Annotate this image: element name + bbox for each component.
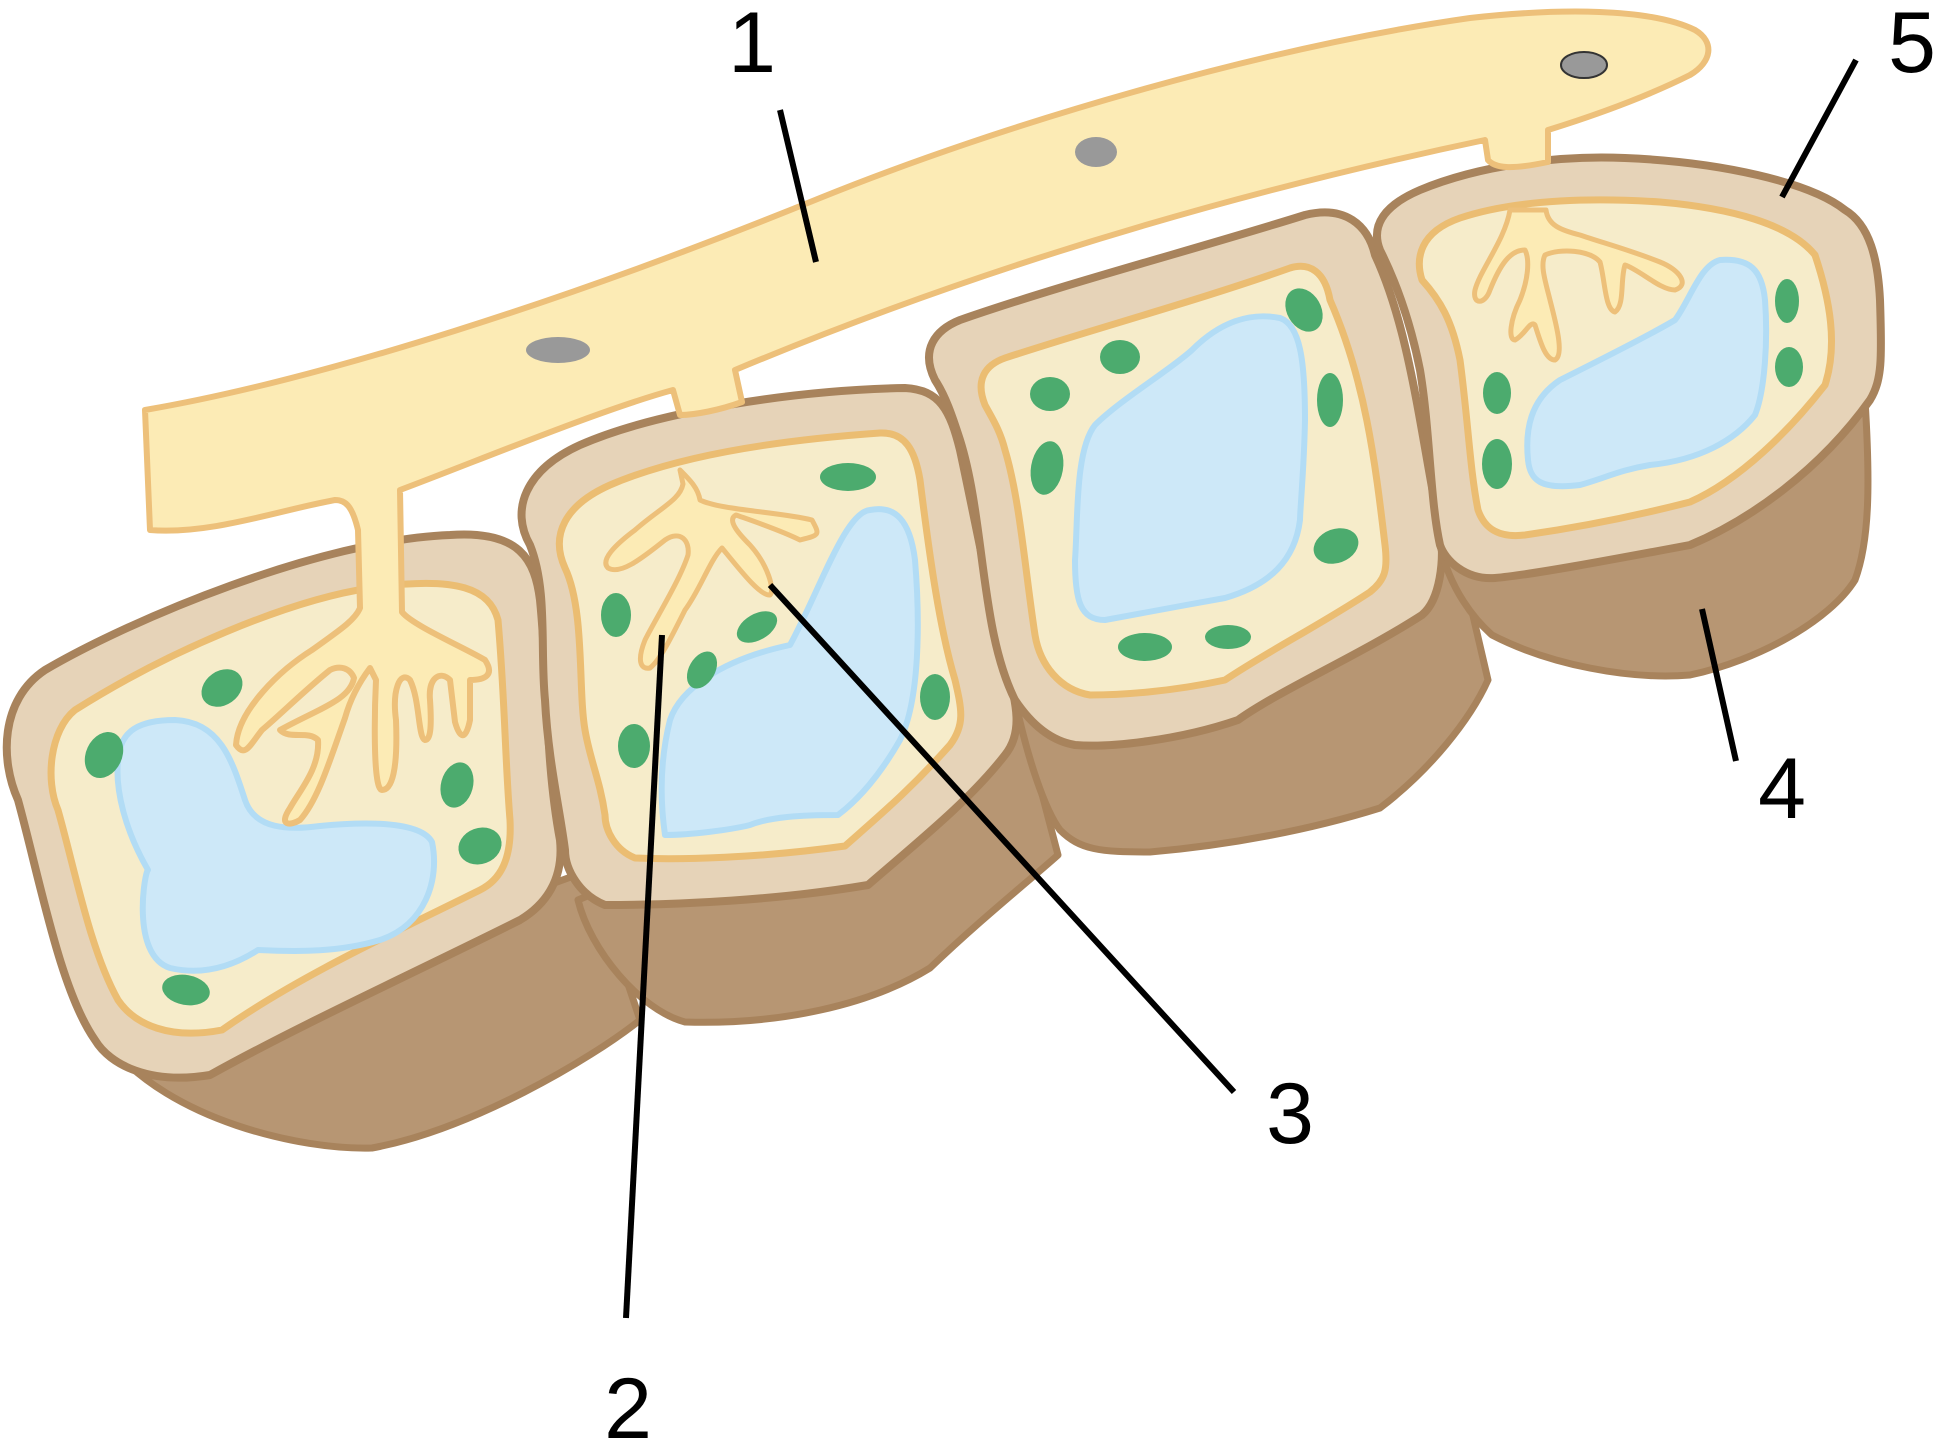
label-5: 5 bbox=[1888, 0, 1936, 91]
leader-line-5 bbox=[1779, 58, 1859, 199]
chloroplast bbox=[458, 827, 502, 865]
leader-lines bbox=[623, 58, 1859, 1319]
nucleus bbox=[1075, 137, 1117, 167]
label-4: 4 bbox=[1758, 741, 1806, 837]
chloroplast bbox=[601, 593, 631, 637]
leader-line-4 bbox=[1699, 608, 1739, 762]
leader-line-1 bbox=[777, 109, 819, 263]
chloroplast bbox=[1483, 372, 1511, 414]
chloroplast bbox=[1775, 279, 1799, 323]
chloroplast bbox=[440, 762, 474, 808]
chloroplasts bbox=[84, 279, 1803, 1006]
chloroplast bbox=[618, 724, 650, 768]
chloroplast bbox=[84, 731, 124, 779]
cell-2-vacuole bbox=[658, 506, 921, 838]
label-3: 3 bbox=[1266, 1066, 1314, 1162]
chloroplast bbox=[1775, 347, 1803, 387]
chloroplast bbox=[686, 651, 718, 689]
leader-line-2 bbox=[623, 634, 665, 1319]
cell-3-vacuole bbox=[1072, 313, 1308, 623]
nucleus bbox=[1560, 51, 1608, 79]
chloroplast bbox=[1118, 633, 1172, 661]
chloroplast bbox=[1030, 441, 1064, 495]
nucleus bbox=[526, 337, 590, 363]
chloroplast bbox=[920, 674, 950, 720]
host-cell-3 bbox=[925, 208, 1492, 856]
chloroplast bbox=[162, 974, 210, 1006]
leader-line-3 bbox=[767, 582, 1237, 1095]
haustorium-cell-4 bbox=[1472, 207, 1685, 363]
chloroplast bbox=[1100, 340, 1140, 374]
host-cell-2 bbox=[517, 384, 1062, 1026]
cell-1-vacuole bbox=[114, 717, 438, 974]
cell-1-side bbox=[106, 866, 644, 1152]
chloroplast bbox=[1030, 377, 1070, 411]
chloroplast bbox=[201, 669, 243, 707]
label-2: 2 bbox=[604, 1361, 652, 1448]
label-1: 1 bbox=[728, 0, 776, 91]
chloroplast bbox=[1285, 288, 1323, 332]
hypha-body bbox=[142, 8, 1712, 827]
chloroplast bbox=[1205, 625, 1251, 649]
fungal-hypha bbox=[142, 8, 1712, 827]
chloroplast bbox=[820, 463, 876, 491]
chloroplast bbox=[1317, 373, 1343, 427]
chloroplast bbox=[1482, 439, 1512, 489]
haustorium-cell-2 bbox=[603, 467, 820, 671]
cell-4-vacuole bbox=[1524, 256, 1770, 490]
chloroplast bbox=[736, 611, 778, 643]
chloroplast bbox=[1313, 528, 1359, 564]
